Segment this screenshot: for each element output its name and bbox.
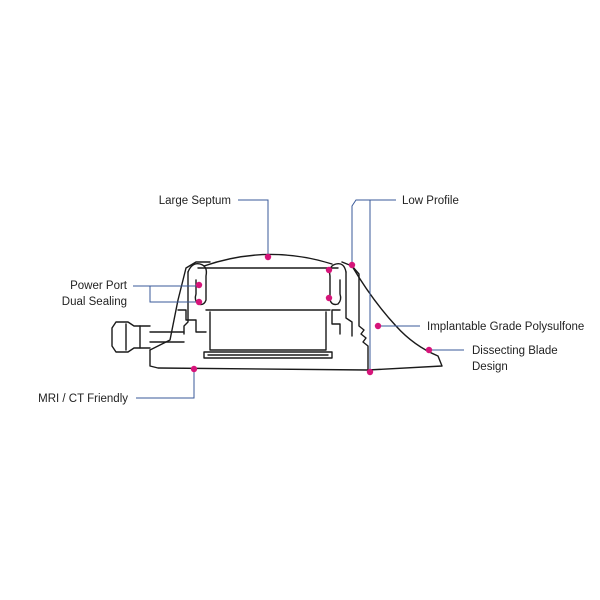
dot-large-septum xyxy=(264,253,272,261)
leader-large-septum xyxy=(238,199,269,256)
callout-dots xyxy=(190,253,433,376)
label-power-port-line1: Power Port xyxy=(70,280,128,292)
leader-lines xyxy=(133,199,464,399)
left-shoulder xyxy=(149,261,211,351)
right-inner-wall xyxy=(345,271,353,337)
label-power-port-line2: Dual Sealing xyxy=(62,296,127,308)
dot-polysulfone xyxy=(374,322,382,330)
label-dissecting-line1: Dissecting Blade xyxy=(472,345,558,357)
dot-left-seal xyxy=(325,266,333,274)
dot-power-port-upper xyxy=(195,281,203,289)
leader-power-port-b xyxy=(149,286,198,303)
port-body xyxy=(111,253,443,371)
reservoir-walls xyxy=(209,311,327,351)
housing-outline xyxy=(149,261,369,371)
label-polysulfone: Implantable Grade Polysulfone xyxy=(427,321,584,333)
left-seal-ring xyxy=(187,262,208,306)
dot-right-seal xyxy=(325,294,333,302)
left-inner-wall xyxy=(183,271,189,335)
dot-low-profile xyxy=(348,261,356,269)
dissecting-blade xyxy=(351,265,443,371)
leader-mri-ct xyxy=(136,370,195,399)
dot-mri-ct xyxy=(190,365,198,373)
dot-power-port-lower xyxy=(195,298,203,306)
label-low-profile: Low Profile xyxy=(402,195,459,207)
reservoir-base xyxy=(203,351,333,359)
dot-base xyxy=(366,368,374,376)
callout-labels: Large Septum Low Profile Power Port Dual… xyxy=(38,195,584,405)
label-dissecting-line2: Design xyxy=(472,361,508,373)
outlet-stem xyxy=(111,321,151,353)
left-step xyxy=(177,309,207,333)
right-step xyxy=(331,309,341,335)
dot-dissecting xyxy=(425,346,433,354)
label-large-septum: Large Septum xyxy=(159,195,231,207)
label-mri-ct: MRI / CT Friendly xyxy=(38,393,128,405)
leader-low-profile-a xyxy=(351,199,396,264)
